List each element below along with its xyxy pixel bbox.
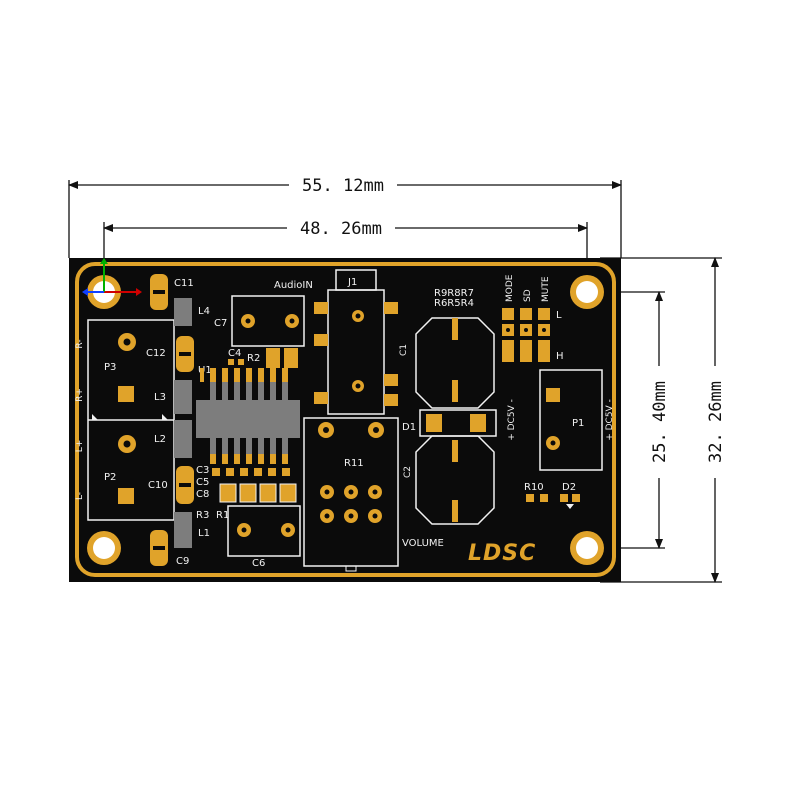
label-c7: C7 (214, 318, 227, 329)
pcb-board: P3 P2 R- R+ L+ L- C11 L4 C12 U1 L3 L2 C1… (69, 258, 621, 582)
label-c3: C3 (196, 465, 209, 476)
label-c9: C9 (176, 556, 189, 567)
label-r10: R10 (524, 482, 544, 493)
origin-axes-icon (82, 258, 142, 296)
overall-height-label: 32. 26mm (706, 381, 726, 463)
label-r-plus: R+ (75, 388, 85, 402)
u1-ic (196, 368, 300, 464)
jumper-pad-grid (502, 308, 550, 362)
label-r11: R11 (344, 458, 364, 469)
label-dc5v-right: + DC5V - (605, 399, 615, 441)
label-p1: P1 (572, 418, 584, 429)
label-c1: C1 (399, 344, 409, 356)
hole-spacing-x-label: 48. 26mm (300, 219, 382, 239)
label-r2: R2 (247, 353, 260, 364)
label-l1: L1 (198, 528, 210, 539)
label-l3: L3 (154, 392, 166, 403)
label-h-jumper: H (556, 351, 564, 362)
label-c6: C6 (252, 558, 265, 569)
label-c4: C4 (228, 348, 241, 359)
label-volume: VOLUME (402, 538, 444, 549)
label-l4: L4 (198, 306, 210, 317)
label-r1: R1 (216, 510, 229, 521)
label-p3: P3 (104, 362, 116, 373)
label-r6r5r4: R6R5R4 (434, 298, 474, 309)
label-l-plus: L+ (75, 440, 85, 453)
mounting-hole-bottom-right (570, 531, 604, 565)
label-l-jumper: L (556, 310, 562, 321)
r11-pad-grid (320, 485, 382, 523)
label-c5: C5 (196, 477, 209, 488)
label-audioin: AudioIN (274, 280, 313, 291)
mounting-hole-bottom-left (87, 531, 121, 565)
label-mode: MODE (505, 274, 515, 302)
label-c8: C8 (196, 489, 209, 500)
label-dc5v-left: + DC5V - (507, 399, 517, 441)
label-u1: U1 (198, 365, 212, 376)
label-c11: C11 (174, 278, 194, 289)
label-r9r8r7: R9R8R7 (434, 288, 474, 299)
label-l-minus: L- (75, 492, 85, 500)
label-sd: SD (523, 289, 533, 302)
label-d2: D2 (562, 482, 576, 493)
label-c2: C2 (403, 466, 413, 478)
overall-width-label: 55. 12mm (302, 176, 384, 196)
label-d1: D1 (402, 422, 416, 433)
mounting-hole-top-right (570, 275, 604, 309)
label-l2: L2 (154, 434, 166, 445)
hole-spacing-y-label: 25. 40mm (650, 381, 670, 463)
ldsc-logo: LDSC (468, 541, 536, 566)
label-c12: C12 (146, 348, 166, 359)
label-r-minus: R- (75, 339, 85, 348)
label-p2: P2 (104, 472, 116, 483)
label-c10: C10 (148, 480, 168, 491)
label-r3: R3 (196, 510, 209, 521)
label-j1: J1 (347, 277, 357, 288)
label-mute: MUTE (541, 276, 551, 302)
